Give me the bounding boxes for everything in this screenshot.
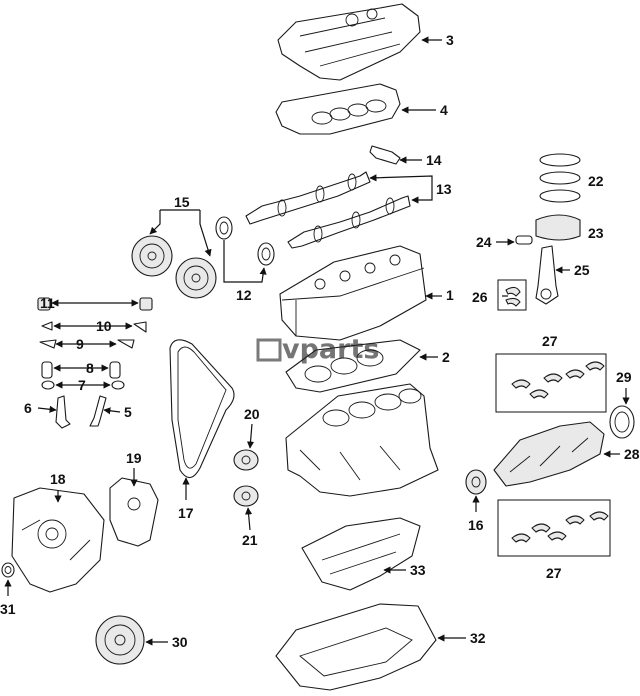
front-seal-part[interactable] xyxy=(1,562,15,578)
rod-bearing-part[interactable] xyxy=(505,286,521,307)
callout-13[interactable]: 13 xyxy=(436,181,452,197)
watermark-logo: vparts xyxy=(256,334,379,365)
callout-31[interactable]: 31 xyxy=(0,601,16,617)
main-bearings-upper-part[interactable] xyxy=(511,361,605,399)
timing-cover-part[interactable] xyxy=(109,477,159,547)
callout-1[interactable]: 1 xyxy=(446,287,454,303)
callout-24[interactable]: 24 xyxy=(476,234,492,250)
callout-14[interactable]: 14 xyxy=(426,152,442,168)
harmonic-balancer-part[interactable] xyxy=(95,615,145,665)
engine-block-part[interactable] xyxy=(285,383,439,497)
upper-oil-pan-part[interactable] xyxy=(301,517,421,591)
callout-26[interactable]: 26 xyxy=(472,289,488,305)
callout-numbers: 3 4 14 13 15 12 1 2 22 23 24 25 26 27 29… xyxy=(0,32,640,650)
callout-19[interactable]: 19 xyxy=(126,450,142,466)
callout-27-upper[interactable]: 27 xyxy=(542,333,558,349)
callout-12[interactable]: 12 xyxy=(236,287,252,303)
front-cover-part[interactable] xyxy=(11,487,105,593)
callout-18[interactable]: 18 xyxy=(50,471,66,487)
callout-6[interactable]: 6 xyxy=(24,400,32,416)
callout-22[interactable]: 22 xyxy=(588,173,604,189)
callout-11[interactable]: 11 xyxy=(40,295,55,311)
callout-20[interactable]: 20 xyxy=(244,406,260,422)
lower-oil-pan-part[interactable] xyxy=(275,603,437,691)
valve-cover-part[interactable] xyxy=(277,3,421,81)
camshafts-part[interactable] xyxy=(245,171,411,249)
cylinder-head-part[interactable] xyxy=(279,245,427,341)
connecting-rod-part[interactable] xyxy=(535,245,559,305)
callout-17[interactable]: 17 xyxy=(178,505,194,521)
callout-8[interactable]: 8 xyxy=(86,360,94,376)
piston-part[interactable] xyxy=(535,214,581,241)
callout-32[interactable]: 32 xyxy=(470,630,486,646)
callout-16[interactable]: 16 xyxy=(468,517,484,533)
callout-25[interactable]: 25 xyxy=(574,262,590,278)
main-bearings-upper-box xyxy=(495,353,607,413)
callout-9[interactable]: 9 xyxy=(76,336,84,352)
callout-28[interactable]: 28 xyxy=(624,446,640,462)
valve-train-parts[interactable] xyxy=(37,297,153,390)
main-bearings-lower-box xyxy=(497,499,611,557)
callout-10[interactable]: 10 xyxy=(96,318,112,334)
callout-33[interactable]: 33 xyxy=(410,562,426,578)
callout-21[interactable]: 21 xyxy=(242,532,258,548)
rod-bearing-box xyxy=(497,279,527,311)
crankshaft-part[interactable] xyxy=(493,421,605,487)
main-bearings-lower-part[interactable] xyxy=(511,511,609,543)
valves-part[interactable] xyxy=(55,395,107,429)
callout-4[interactable]: 4 xyxy=(440,102,448,118)
callout-29[interactable]: 29 xyxy=(616,369,632,385)
timing-belt-part[interactable] xyxy=(169,339,235,479)
callout-30[interactable]: 30 xyxy=(172,634,188,650)
callout-15[interactable]: 15 xyxy=(174,194,190,210)
callout-27-lower[interactable]: 27 xyxy=(546,565,562,581)
camshaft-phasers-part[interactable] xyxy=(131,235,217,299)
piston-rings-part[interactable] xyxy=(539,153,581,203)
valve-cover-gasket-part[interactable] xyxy=(275,83,401,135)
crankshaft-sprocket-part[interactable] xyxy=(465,469,487,495)
camshaft-seals-part[interactable] xyxy=(215,216,275,266)
callout-2[interactable]: 2 xyxy=(442,349,450,365)
callout-5[interactable]: 5 xyxy=(124,404,132,420)
oil-control-solenoid-part[interactable] xyxy=(369,145,401,165)
callout-7[interactable]: 7 xyxy=(78,377,86,393)
callout-23[interactable]: 23 xyxy=(588,225,604,241)
rear-main-seal-part[interactable] xyxy=(609,405,635,439)
idler-pulleys-part[interactable] xyxy=(233,449,259,507)
piston-pin-part[interactable] xyxy=(515,235,533,245)
watermark-text: vparts xyxy=(282,334,379,365)
head-gasket-part[interactable] xyxy=(285,339,421,393)
leader-lines xyxy=(4,36,630,646)
callout-3[interactable]: 3 xyxy=(446,32,454,48)
